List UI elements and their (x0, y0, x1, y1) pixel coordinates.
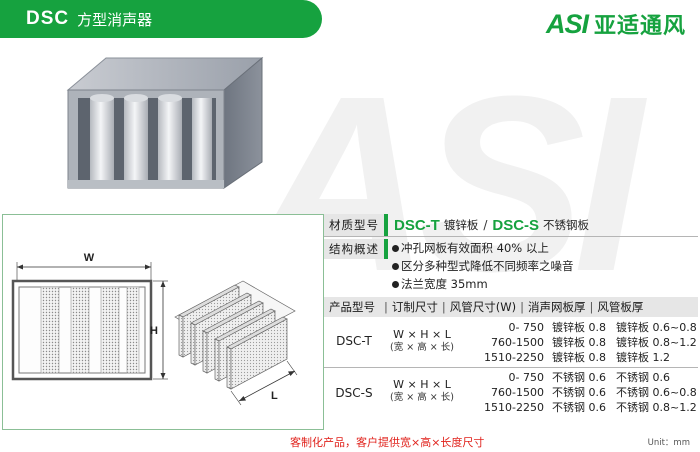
feature-item: 冲孔网板有效面积 40% 以上 (388, 239, 698, 257)
height-label: H (150, 325, 158, 337)
width-label: W (84, 252, 95, 264)
bullet-icon (392, 280, 399, 288)
header-plate-thickness: 消声网板厚 (527, 300, 586, 314)
product-code: DSC (26, 8, 70, 29)
table-row: DSC-S W × H × L (宽 × 高 × 长) 0- 750 760-1… (324, 368, 698, 418)
duct-thickness-list: 镀锌板 0.6~0.8 镀锌板 0.8~1.2 镀锌板 1.2 (616, 321, 697, 364)
model-cell: DSC-T (336, 334, 372, 348)
feature-item: 区分多种型式降低不同频率之噪音 (388, 257, 698, 275)
divider (324, 367, 698, 368)
unit-label: Unit：mm (647, 438, 690, 448)
overview-label: 结构概述 (324, 239, 384, 259)
overview-row: 结构概述 冲孔网板有效面积 40% 以上 区分多种型式降低不同频率之噪音 法兰宽… (324, 237, 698, 295)
material-row: 材质型号 DSC-T 镀锌板 / DSC-S 不锈钢板 (324, 214, 698, 236)
dimension-drawing: W H L (11, 252, 298, 406)
product-name: 方型消声器 (77, 10, 153, 29)
dsc-s-material: 不锈钢板 (543, 218, 590, 232)
bullet-icon (392, 244, 399, 252)
dsc-t-code: DSC-T (394, 216, 440, 234)
length-label: L (271, 390, 278, 402)
custom-order-note: 客制化产品，客户提供宽×高×长度尺寸 (290, 436, 485, 449)
spec-table: 材质型号 DSC-T 镀锌板 / DSC-S 不锈钢板 结构概述 冲孔网板有效面… (324, 214, 698, 430)
header-custom-size: 订制尺寸 (391, 300, 438, 314)
duct-thickness-list: 不锈钢 0.6 不锈钢 0.6~0.8 不锈钢 0.8~1.2 (616, 371, 697, 414)
table-row: DSC-T W × H × L (宽 × 高 × 长) 0- 750 760-1… (324, 318, 698, 366)
material-separator: / (483, 218, 488, 232)
overview-features: 冲孔网板有效面积 40% 以上 区分多种型式降低不同频率之噪音 法兰宽度 35m… (388, 239, 698, 293)
title-banner: DSC 方型消声器 (0, 0, 322, 38)
duct-range-list: 0- 750 760-1500 1510-2250 (484, 321, 544, 364)
dsc-t-material: 镀锌板 (443, 218, 479, 232)
logo-text: 亚适通风 (593, 14, 686, 39)
table-header-row: 产品型号 | 订制尺寸 | 风管尺寸(W) | 消声网板厚 | 风管板厚 (324, 297, 698, 317)
duct-range-list: 0- 750 760-1500 1510-2250 (484, 371, 544, 414)
material-cell: DSC-T 镀锌板 / DSC-S 不锈钢板 (388, 214, 698, 236)
table-header: 产品型号 | 订制尺寸 | 风管尺寸(W) | 消声网板厚 | 风管板厚 (324, 297, 698, 317)
bullet-icon (392, 262, 399, 270)
divider (324, 236, 698, 237)
material-label: 材质型号 (324, 214, 384, 236)
dimension-drawing-panel: W H L (2, 214, 324, 430)
header-duct-thickness: 风管板厚 (597, 300, 644, 314)
header-model: 产品型号 (329, 300, 375, 314)
product-photo (66, 56, 264, 189)
size-formula: W × H × L (宽 × 高 × 长) (390, 378, 454, 403)
header-duct-size: 风管尺寸(W) (449, 300, 517, 314)
feature-item: 法兰宽度 35mm (388, 275, 698, 293)
row-marker (384, 214, 388, 236)
plate-thickness-list: 不锈钢 0.6 不锈钢 0.6 不锈钢 0.6 (552, 371, 606, 414)
company-logo: ASI 亚适通风 (545, 8, 686, 40)
size-formula: W × H × L (宽 × 高 × 长) (390, 328, 454, 353)
logo-mark: ASI (545, 8, 589, 39)
plate-thickness-list: 镀锌板 0.8 镀锌板 0.8 镀锌板 0.8 (552, 321, 606, 364)
row-marker (384, 239, 388, 259)
dsc-s-code: DSC-S (492, 216, 540, 234)
model-cell: DSC-S (335, 386, 373, 400)
